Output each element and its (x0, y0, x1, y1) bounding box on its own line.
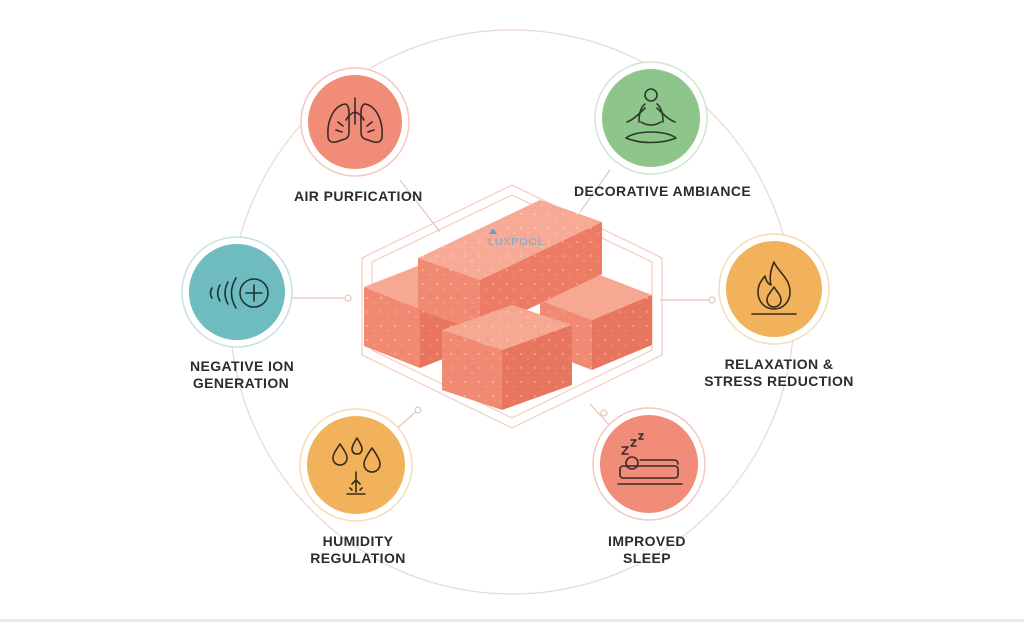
label-humidity-regulation: HUMIDITY REGULATION (310, 533, 406, 566)
logo-mark-icon (489, 228, 497, 234)
label-improved-sleep: IMPROVED SLEEP (608, 533, 686, 566)
benefit-decorative-ambiance (594, 61, 708, 175)
brick-frame (361, 184, 663, 429)
negative-ion-icon (209, 277, 269, 309)
sleep-icon (617, 433, 683, 485)
lungs-icon (327, 97, 383, 144)
flame-icon (751, 261, 797, 315)
brand-logo: LUXPOOL (488, 228, 545, 248)
water-drops-icon (332, 437, 381, 495)
benefit-negative-ion-generation (181, 236, 293, 348)
label-relaxation-stress-reduction: RELAXATION & STRESS REDUCTION (704, 356, 854, 389)
label-negative-ion-generation: NEGATIVE ION GENERATION (190, 358, 295, 391)
benefit-improved-sleep (592, 407, 706, 521)
benefit-humidity-regulation (299, 408, 413, 522)
brick-top (418, 200, 602, 332)
brick-front (442, 305, 572, 410)
brick-right (540, 275, 652, 370)
bottom-divider (0, 619, 1024, 622)
benefit-air-purification (300, 67, 410, 177)
benefit-relaxation-stress-reduction (718, 233, 830, 345)
brand-logo-text: LUXPOOL (488, 236, 545, 248)
meditation-icon (625, 88, 677, 144)
salt-bricks (364, 200, 652, 410)
label-air-purification: AIR PURFICATION (294, 188, 423, 204)
label-decorative-ambiance: DECORATIVE AMBIANCE (574, 183, 752, 199)
